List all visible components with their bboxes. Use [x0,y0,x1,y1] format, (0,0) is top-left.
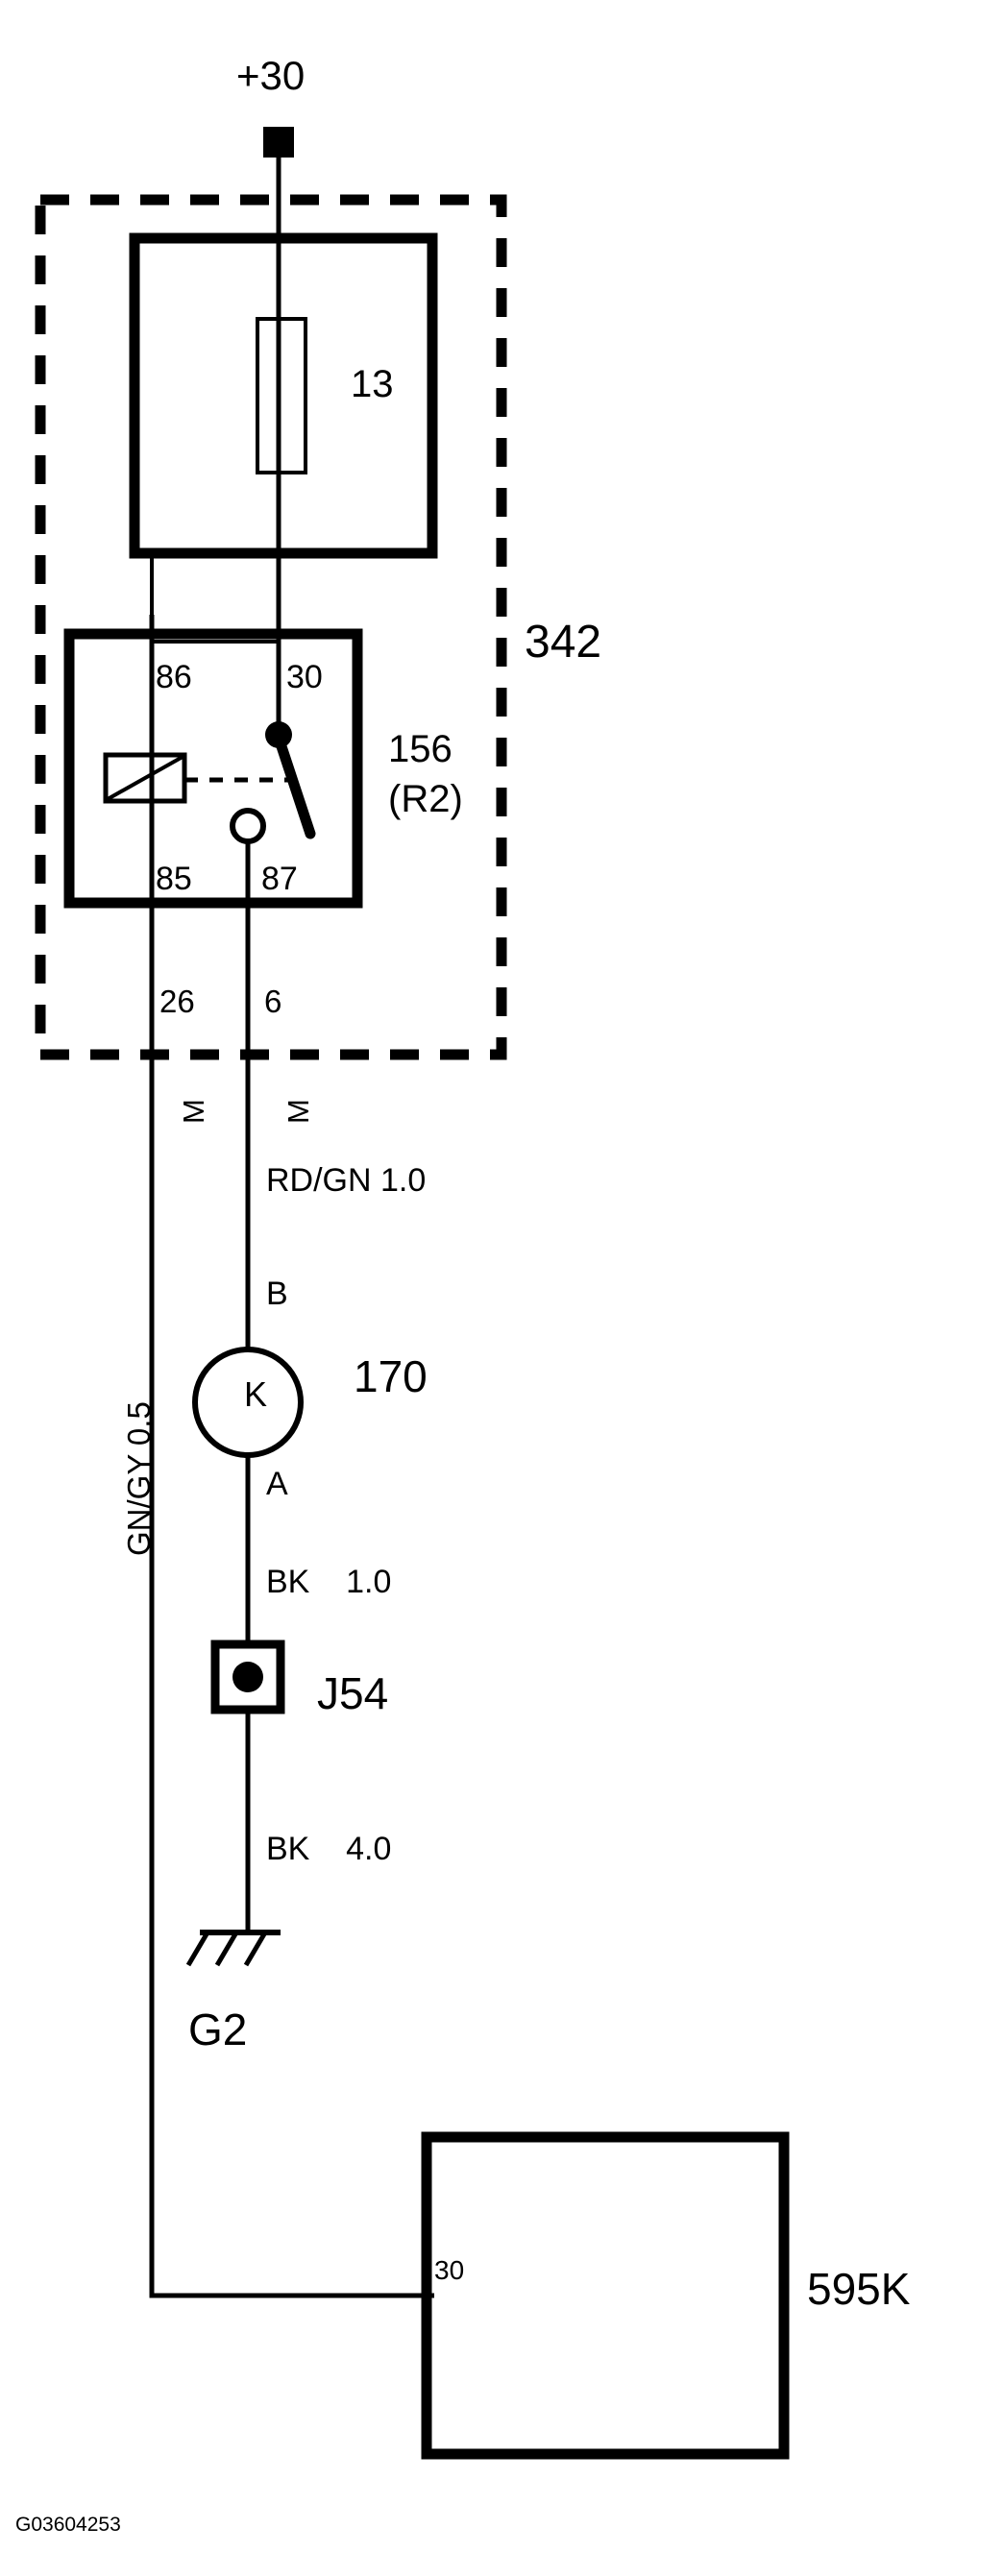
wire-gn-gy-to-595k [149,2255,427,2298]
wire-label-bk-1-0: BK 1.0 [266,1564,392,1600]
fuse-element-13 [256,317,307,474]
relay-156-box [63,628,363,909]
wire-fuse-to-coil-86 [150,553,279,644]
ground-hatch-3 [243,1931,268,1967]
wire-label-bk-4-0: BK 4.0 [266,1831,392,1867]
component-595k-id-label: 595K [807,2264,911,2314]
relay-terminal-30-label: 30 [286,659,323,695]
component-595k-pin-30-label: 30 [434,2255,465,2285]
component-595k-box [421,2131,790,2460]
relay-sub-label: (R2) [388,778,463,820]
ground-hatch-2 [214,1931,239,1967]
relay-id-label: 156 [388,728,453,770]
power-terminal-square [263,127,294,158]
footer-diagram-code: G03604253 [15,2514,121,2536]
module-342-label: 342 [525,617,602,668]
relay-terminal-86-label: 86 [156,659,192,695]
connector-m-left-label: M [177,1099,210,1124]
power-source-label: +30 [236,53,306,98]
connector-m-right-label: M [281,1099,315,1124]
connector-pin-26-label: 26 [159,984,195,1019]
splice-j54-label: J54 [317,1668,389,1718]
component-170-pin-a-label: A [266,1466,288,1502]
module-342-boundary [35,194,507,1060]
fuse-holder-box [129,232,438,559]
relay-contact-87-terminal [230,808,266,844]
component-170-id-label: 170 [354,1351,428,1401]
component-170-symbol-letter: K [244,1374,268,1414]
relay-terminal-87-label: 87 [261,861,298,897]
ground-g2-label: G2 [188,2005,248,2054]
relay-coil-diagonal [107,755,183,801]
wire-label-rd-gn: RD/GN 1.0 [266,1162,427,1199]
wire-label-gn-gy: GN/GY 0.5 [121,1401,157,1556]
splice-j54-dot [232,1662,263,1692]
component-170-pin-b-label: B [266,1276,288,1312]
connector-pin-6-label: 6 [264,984,282,1019]
fuse-number-label: 13 [351,363,394,405]
ground-hatch-1 [185,1931,210,1967]
relay-contact-arm [273,732,316,839]
relay-terminal-85-label: 85 [156,861,192,897]
